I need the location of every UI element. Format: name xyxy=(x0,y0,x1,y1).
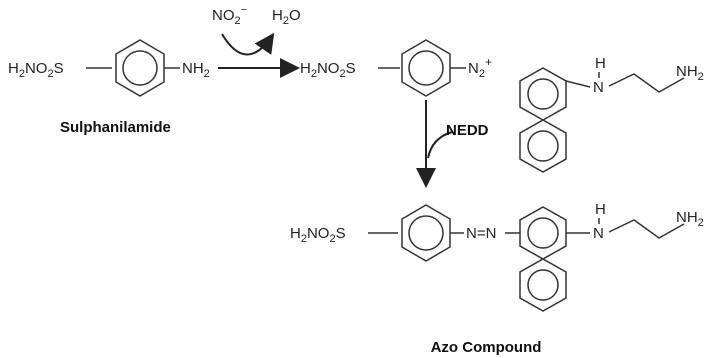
product-left-group: H2NO2S xyxy=(290,225,346,245)
nedd-h: H xyxy=(595,55,606,72)
bond xyxy=(565,80,591,88)
diazonium-left-group: H2NO2S xyxy=(300,60,356,80)
benzene-ring xyxy=(115,39,165,97)
nedd-n: N xyxy=(593,79,604,96)
aromatic-circle xyxy=(408,215,444,251)
nedd-nh2: NH2 xyxy=(676,63,704,83)
reactant-left-group: H2NO2S xyxy=(8,60,64,80)
azo-compound-label: Azo Compound xyxy=(431,339,542,356)
naphthalene-ring-bottom xyxy=(519,119,567,173)
product-n: N xyxy=(593,225,604,242)
naphthalene-ring-top xyxy=(519,67,567,121)
sulphanilamide-structure: H2NO2S NH2 Sulphanilamide xyxy=(8,39,210,136)
water-label: H2O xyxy=(272,7,301,27)
diazonium-structure: H2NO2S N2+ xyxy=(300,39,492,97)
curved-arrow xyxy=(221,32,275,56)
naphthalene-ring-top xyxy=(519,206,567,260)
curved-arrow xyxy=(427,131,453,159)
nedd-coupling-arrow: NEDD xyxy=(416,100,489,188)
diazonium-group: N2+ xyxy=(468,55,492,80)
benzene-ring xyxy=(401,39,451,97)
sulphanilamide-label: Sulphanilamide xyxy=(60,119,171,136)
product-nh2: NH2 xyxy=(676,209,704,229)
nitrite-label: NO2− xyxy=(212,4,247,27)
aromatic-circle xyxy=(527,130,559,162)
nedd-structure: N H NH2 xyxy=(519,55,704,173)
benzene-ring xyxy=(401,204,451,262)
azo-linkage: N=N xyxy=(466,225,496,242)
naphthalene-ring-bottom xyxy=(519,258,567,312)
aromatic-circle xyxy=(527,78,559,110)
reactant-amine-group: NH2 xyxy=(182,60,210,80)
nedd-label: NEDD xyxy=(446,122,489,139)
aromatic-circle xyxy=(527,269,559,301)
aromatic-circle xyxy=(122,50,158,86)
ethylene-chain xyxy=(608,73,685,93)
ethylene-chain xyxy=(608,219,685,239)
aromatic-circle xyxy=(527,217,559,249)
nitrite-reaction-arrow: NO2− H2O xyxy=(212,4,301,78)
azo-product-structure: H2NO2S N=N N H NH2 Azo Compound xyxy=(290,201,704,356)
product-h: H xyxy=(595,201,606,218)
aromatic-circle xyxy=(408,50,444,86)
